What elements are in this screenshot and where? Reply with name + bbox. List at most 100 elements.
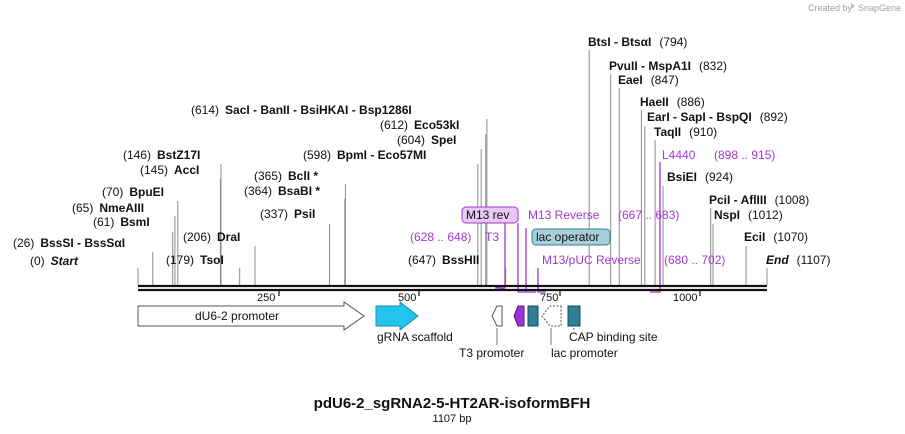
- ruler: 250 500 750 1000: [257, 291, 701, 304]
- enzyme-num-tsoi: (179): [166, 253, 194, 267]
- lac-promoter-label: lac promoter: [551, 346, 618, 360]
- enzyme-name-bsmi: BsmI: [120, 215, 149, 229]
- cap-binding-site-label: CAP binding site: [569, 330, 658, 344]
- enzyme-name-pvuii: PvuII - MspA1I: [609, 59, 691, 73]
- enzyme-num-drai: (206): [183, 230, 211, 244]
- m13-puc-primer-mark: [537, 268, 546, 293]
- enzyme-num-bstz17i: (146): [123, 148, 151, 162]
- enzyme-label-psii: (337) PsiI: [260, 207, 315, 221]
- enzyme-name-nspi: NspI: [714, 208, 740, 222]
- cap-binding-site-block[interactable]: [567, 305, 581, 327]
- enzyme-label-haeii: HaeII (886): [640, 95, 705, 109]
- enzyme-label-start: (0) Start: [30, 254, 79, 268]
- enzyme-label-bstz17i: (146) BstZ17I: [123, 148, 200, 162]
- enzyme-num-eaei: (847): [651, 73, 679, 87]
- primer-annotations: M13 rev M13 Reverse (667 .. 683) (628 ..…: [410, 148, 775, 293]
- enzyme-name-bcli: BclI *: [288, 169, 318, 183]
- enzyme-name-drai: DraI: [217, 230, 240, 244]
- enzyme-name-eari: EarI - SapI - BspQI: [647, 110, 752, 124]
- enzyme-num-ecii: (1070): [773, 230, 808, 244]
- enzyme-label-tsoi: (179) TsoI: [166, 253, 224, 267]
- enzyme-label-ecii: EciI (1070): [744, 230, 808, 244]
- enzyme-label-bsssi: (26) BssSI - BssSαI: [13, 236, 125, 250]
- enzyme-num-bsshii: (647): [408, 253, 436, 267]
- enzyme-label-eaei: EaeI (847): [618, 73, 679, 87]
- enzyme-label-pvuii: PvuII - MspA1I(832): [609, 59, 727, 73]
- enzyme-name-spei: SpeI: [431, 133, 456, 147]
- enzyme-name-bstz17i: BstZ17I: [157, 148, 200, 162]
- m13-puc-reverse-label: M13/pUC Reverse: [542, 253, 641, 267]
- enzyme-name-bsssi: BssSI - BssSαI: [40, 236, 125, 250]
- m13-rev-feature-arrow[interactable]: [513, 305, 525, 327]
- enzyme-num-eari: (892): [760, 110, 788, 124]
- m13-puc-range: (680 .. 702): [664, 253, 725, 267]
- du6-promoter-label: dU6-2 promoter: [195, 309, 279, 323]
- grna-scaffold-arrow[interactable]: [375, 300, 419, 332]
- enzyme-label-end: End (1107): [766, 253, 830, 267]
- enzyme-name-haeii: HaeII: [640, 95, 669, 109]
- ruler-label-750: 750: [540, 292, 558, 304]
- enzyme-label-bsmi: (61) BsmI: [93, 215, 150, 229]
- enzyme-label-pcii: PciI - AflIII (1008): [709, 193, 809, 207]
- map-length: 1107 bp: [433, 413, 472, 425]
- enzyme-name-tsoi: TsoI: [200, 253, 224, 267]
- enzyme-num-psii: (337): [260, 207, 288, 221]
- enzyme-label-nspi: NspI(1012): [714, 208, 783, 222]
- map-title: pdU6-2_sgRNA2-5-HT2AR-isoformBFH: [314, 395, 591, 412]
- lac-operator-label: lac operator: [536, 230, 599, 244]
- enzyme-name-psii: PsiI: [294, 207, 315, 221]
- enzyme-label-taqii: TaqII (910): [654, 125, 717, 139]
- m13-rev-box[interactable]: [461, 206, 519, 224]
- enzyme-num-bsiei: (924): [705, 170, 733, 184]
- enzyme-num-bsabi: (364): [244, 184, 272, 198]
- enzyme-num-end: (1107): [797, 253, 831, 267]
- lac-promoter-arrow[interactable]: [541, 305, 562, 327]
- ruler-label-250: 250: [257, 292, 275, 304]
- credit-text: Created by: [808, 3, 853, 13]
- enzyme-num-haeii: (886): [677, 95, 705, 109]
- enzyme-label-saci: (614)SacI - BanII - BsiHKAI - Bsp1286I: [191, 103, 412, 117]
- enzyme-num-taqii: (910): [689, 125, 717, 139]
- enzyme-name-end: End: [766, 253, 789, 267]
- enzyme-label-bsshii: (647)BssHII: [408, 253, 479, 267]
- enzyme-name-bpuei: BpuEI: [129, 185, 164, 199]
- t3-promoter-arrow[interactable]: [491, 305, 503, 327]
- enzyme-name-start: Start: [51, 254, 79, 268]
- m13-reverse-range: (667 .. 683): [618, 208, 679, 222]
- m13-reverse-primer-mark: [525, 228, 536, 293]
- enzyme-name-ecii: EciI: [744, 230, 765, 244]
- enzyme-num-bpmi: (598): [303, 148, 331, 162]
- enzyme-name-bsiei: BsiEI: [667, 170, 697, 184]
- enzyme-name-eco53ki: Eco53kI: [414, 118, 459, 132]
- lac-operator-block[interactable]: [527, 305, 539, 327]
- enzyme-label-btsi: BtsI - BtsαI(794): [588, 35, 687, 49]
- l4440-primer-mark: [650, 162, 661, 293]
- features: dU6-2 promoter gRNA scaffold T3 promoter…: [137, 300, 658, 360]
- t3-promoter-label: T3 promoter: [459, 346, 524, 360]
- enzyme-num-bsmi: (61): [93, 215, 114, 229]
- enzyme-num-start: (0): [30, 254, 45, 268]
- enzyme-name-taqii: TaqII: [654, 125, 681, 139]
- m13-reverse-label: M13 Reverse: [528, 208, 600, 222]
- enzyme-name-acci: AccI: [174, 163, 199, 177]
- lac-operator-box[interactable]: [531, 228, 611, 246]
- enzyme-num-btsi: (794): [659, 35, 687, 49]
- enzyme-name-bpmi: BpmI - Eco57MI: [337, 148, 426, 162]
- grna-scaffold-label: gRNA scaffold: [377, 330, 453, 344]
- enzyme-label-acci: (145)AccI: [140, 163, 199, 177]
- du6-promoter-arrow[interactable]: [137, 301, 365, 331]
- backbone: [138, 284, 767, 292]
- enzyme-name-eaei: EaeI: [618, 73, 643, 87]
- enzyme-label-spei: (604)SpeI: [397, 133, 456, 147]
- credit-brand: SnapGene: [858, 3, 901, 13]
- enzyme-num-bsssi: (26): [13, 236, 34, 250]
- enzyme-label-eari: EarI - SapI - BspQI (892): [647, 110, 788, 124]
- enzyme-label-nmeaiii: (65)NmeAIII: [72, 201, 144, 215]
- enzyme-name-pcii: PciI - AflIII: [709, 193, 767, 207]
- t3-range: (628 .. 648): [410, 230, 471, 244]
- enzyme-num-pcii: (1008): [775, 193, 810, 207]
- m13-rev-primer-mark: [517, 223, 526, 293]
- t3-label: T3: [485, 230, 499, 244]
- enzyme-num-eco53ki: (612): [380, 118, 408, 132]
